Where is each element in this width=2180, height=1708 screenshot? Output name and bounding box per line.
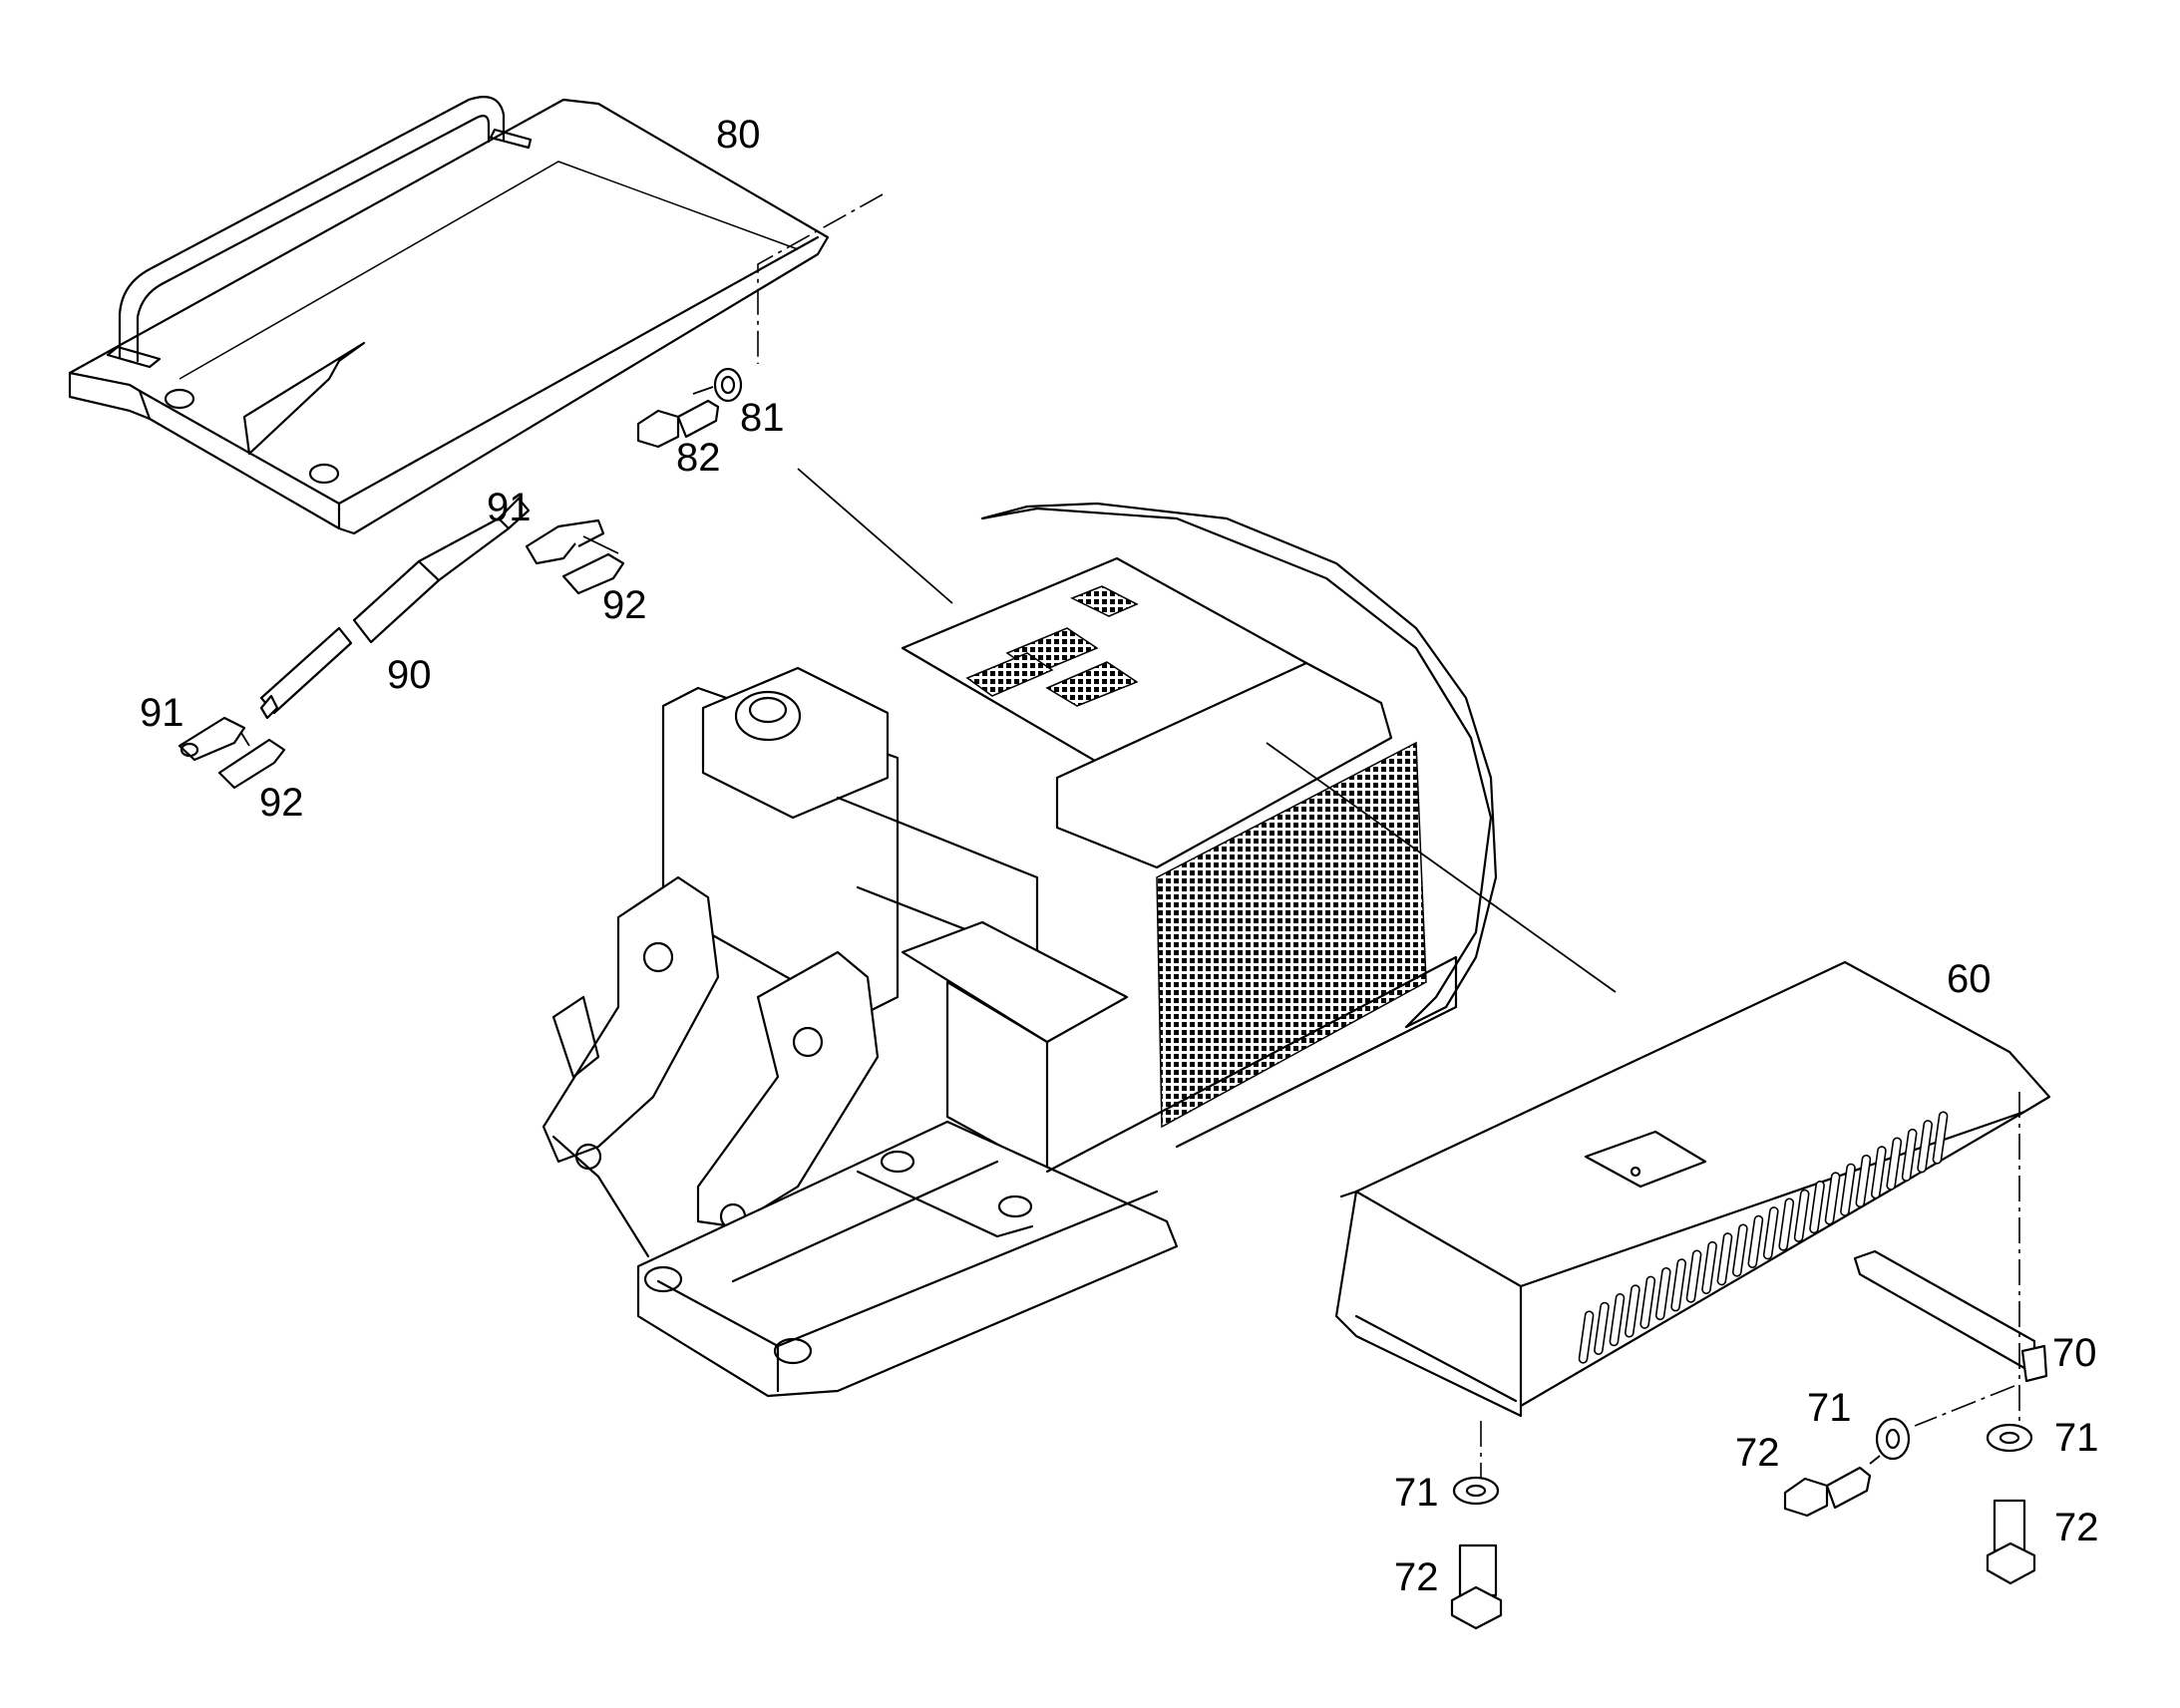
vent-slot xyxy=(1917,1120,1934,1174)
callout-71-left: 71 xyxy=(1394,1471,1439,1515)
vent-slot xyxy=(1701,1240,1717,1295)
vent-slot xyxy=(1901,1128,1918,1183)
side-cover-part-60 xyxy=(1334,960,2051,1418)
callout-82: 82 xyxy=(676,436,721,480)
leader-92-upper xyxy=(582,535,619,554)
vent-slot xyxy=(1670,1258,1687,1312)
vent-slot xyxy=(1654,1266,1671,1321)
machine-frame xyxy=(542,502,1498,1398)
vent-slot xyxy=(1716,1232,1733,1286)
vent-slot xyxy=(1762,1206,1779,1260)
gas-strut-part-90 xyxy=(242,341,531,720)
axis-line-80 xyxy=(757,193,884,364)
vent-slot xyxy=(1809,1181,1825,1234)
leader-cover-60 xyxy=(1266,742,1617,993)
axis-line-72-middle xyxy=(1869,1455,1881,1465)
callout-71-right: 71 xyxy=(2054,1416,2099,1460)
vent-slot xyxy=(1609,1293,1626,1347)
washer-part-71-middle xyxy=(1875,1417,1911,1461)
washer-part-71-left xyxy=(1452,1476,1500,1506)
callout-90: 90 xyxy=(387,653,432,697)
callout-91-upper: 91 xyxy=(487,486,532,529)
vent-slot xyxy=(1578,1310,1595,1364)
callout-81: 81 xyxy=(740,396,785,440)
axis-line-71-right xyxy=(1914,1385,2015,1427)
clip-part-92-upper xyxy=(561,552,625,595)
end-fitting-part-91-upper xyxy=(525,518,605,565)
vent-slot xyxy=(1870,1146,1887,1199)
axis-line-82 xyxy=(692,386,714,395)
clip-part-92-lower xyxy=(217,738,286,790)
callout-92-upper: 92 xyxy=(602,583,647,627)
vent-slot xyxy=(1685,1249,1702,1303)
vent-slot xyxy=(1840,1163,1856,1216)
washer-part-71-right xyxy=(1986,1423,2033,1453)
end-fitting-part-91-lower xyxy=(178,716,246,762)
stay-bar-part-70 xyxy=(1853,1249,2048,1383)
vent-slot xyxy=(1594,1301,1610,1355)
bolt-part-82 xyxy=(636,399,720,449)
callout-72-left: 72 xyxy=(1394,1555,1439,1599)
vent-slot xyxy=(1778,1197,1795,1251)
vent-slot xyxy=(1932,1111,1949,1165)
leader-cover-80 xyxy=(797,468,953,604)
callout-92-lower: 92 xyxy=(259,781,304,825)
vent-slot xyxy=(1747,1214,1764,1268)
vent-slot xyxy=(1731,1223,1748,1277)
handle-bar xyxy=(106,96,533,369)
callout-60: 60 xyxy=(1947,957,1992,1001)
vent-slot xyxy=(1793,1189,1810,1242)
vent-slot xyxy=(1824,1172,1841,1225)
bolt-part-72-middle xyxy=(1783,1466,1872,1518)
callout-72-right: 72 xyxy=(2054,1506,2099,1549)
bolt-part-72-left xyxy=(1450,1543,1503,1630)
callout-80: 80 xyxy=(716,113,761,157)
callout-71-middle: 71 xyxy=(1807,1386,1852,1430)
vent-slot xyxy=(1886,1137,1903,1191)
callout-72-middle: 72 xyxy=(1735,1431,1780,1475)
vent-slot xyxy=(1855,1154,1872,1208)
vent-slot xyxy=(1624,1284,1640,1338)
leader-92-lower xyxy=(240,732,250,747)
vent-slot xyxy=(1639,1275,1656,1329)
vent-slots xyxy=(1578,1111,1949,1364)
bolt-part-72-right xyxy=(1986,1499,2036,1585)
callout-70: 70 xyxy=(2052,1331,2097,1375)
callout-91-lower: 91 xyxy=(140,691,184,735)
washer-part-81 xyxy=(713,367,743,403)
